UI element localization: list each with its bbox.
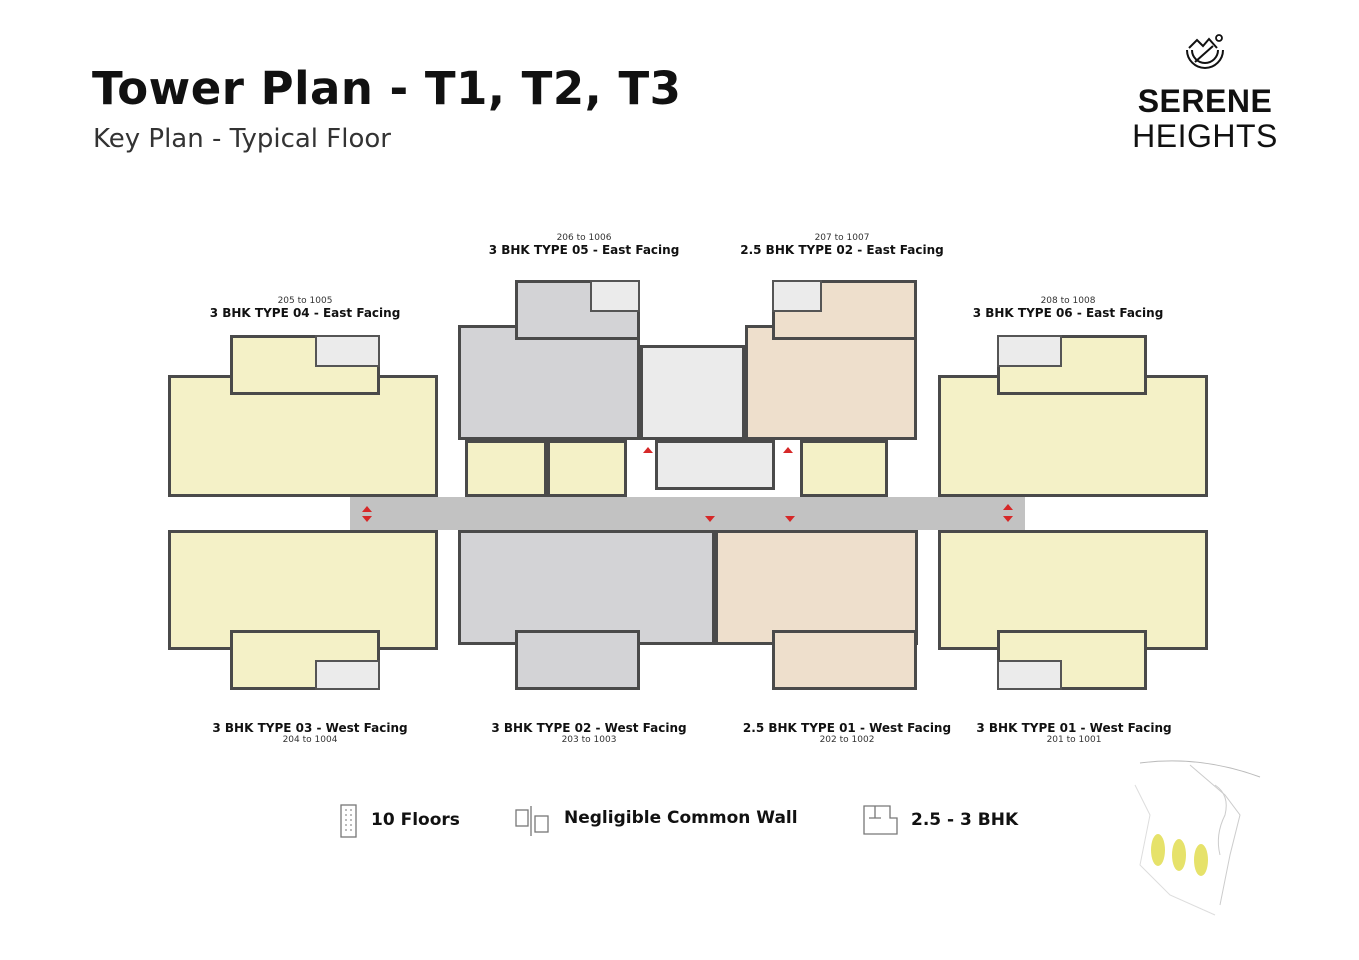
unit-type: 2.5 BHK TYPE 01 - West Facing — [742, 721, 952, 735]
unit-25bhk-type01 — [715, 530, 918, 645]
fire-exit-arrow-icon — [1003, 504, 1013, 510]
unit-range: 205 to 1005 — [277, 296, 333, 306]
balcony — [997, 660, 1062, 690]
unit-type: 3 BHK TYPE 01 - West Facing — [976, 721, 1172, 735]
page-subtitle: Key Plan - Typical Floor — [93, 124, 391, 154]
unit-range: 201 to 1001 — [1046, 735, 1102, 745]
building-icon — [340, 804, 357, 838]
fire-exit-arrow-icon — [705, 516, 715, 522]
tower-blocks — [1151, 834, 1208, 876]
balcony — [590, 280, 640, 312]
unit-label-type03: 3 BHK TYPE 03 - West Facing 204 to 1004 — [180, 721, 440, 745]
staircase-east — [800, 440, 888, 497]
balcony — [772, 280, 822, 312]
site-key-map — [1134, 760, 1261, 916]
unit-range: 203 to 1003 — [561, 735, 617, 745]
unit-label-type02-west: 3 BHK TYPE 02 - West Facing 203 to 1003 — [459, 721, 719, 745]
unit-3bhk-type05 — [458, 325, 640, 440]
unit-label-type05: 206 to 1006 3 BHK TYPE 05 - East Facing — [454, 233, 714, 257]
unit-25bhk-type02 — [745, 325, 917, 440]
unit-3bhk-type02-bedroom — [515, 630, 640, 690]
feature-floors: 10 Floors — [371, 810, 460, 830]
unit-3bhk-type06 — [938, 375, 1208, 497]
fire-exit-arrow-icon — [643, 447, 653, 453]
unit-label-type06: 208 to 1008 3 BHK TYPE 06 - East Facing — [938, 296, 1198, 320]
unit-range: 207 to 1007 — [814, 233, 870, 243]
unit-3bhk-type04 — [168, 375, 438, 497]
unit-label-25-type01: 2.5 BHK TYPE 01 - West Facing 202 to 100… — [717, 721, 977, 745]
corridor — [350, 497, 1025, 530]
unit-range: 202 to 1002 — [819, 735, 875, 745]
feature-bhk: 2.5 - 3 BHK — [911, 810, 1019, 830]
page-title: Tower Plan - T1, T2, T3 — [92, 62, 682, 115]
fire-exit-arrow-icon — [785, 516, 795, 522]
unit-type: 3 BHK TYPE 06 - East Facing — [972, 306, 1164, 320]
unit-type: 3 BHK TYPE 03 - West Facing — [212, 721, 408, 735]
unit-3bhk-type02 — [458, 530, 715, 645]
unit-label-type04: 205 to 1005 3 BHK TYPE 04 - East Facing — [175, 296, 435, 320]
fire-lift-lobby — [547, 440, 627, 497]
common-wall-icon — [515, 806, 549, 836]
service-area — [640, 345, 745, 440]
feature-common-wall: Negligible Common Wall — [564, 808, 798, 828]
unit-type: 3 BHK TYPE 04 - East Facing — [209, 306, 401, 320]
unit-type: 3 BHK TYPE 05 - East Facing — [488, 243, 680, 257]
brand-logo: SERENE HEIGHTS — [1120, 34, 1290, 154]
lift-core — [655, 440, 775, 490]
unit-label-25-type02: 207 to 1007 2.5 BHK TYPE 02 - East Facin… — [712, 233, 972, 257]
floor-plan-icon — [863, 805, 898, 835]
balcony — [997, 335, 1062, 367]
balcony — [315, 335, 380, 367]
fire-exit-arrow-icon — [783, 447, 793, 453]
fire-exit-arrow-icon — [1003, 516, 1013, 522]
unit-range: 204 to 1004 — [282, 735, 338, 745]
unit-type: 3 BHK TYPE 02 - West Facing — [491, 721, 687, 735]
unit-label-type01: 3 BHK TYPE 01 - West Facing 201 to 1001 — [944, 721, 1204, 745]
unit-type: 2.5 BHK TYPE 02 - East Facing — [740, 243, 944, 257]
staircase-west — [465, 440, 547, 497]
fire-exit-arrow-icon — [362, 516, 372, 522]
balcony — [315, 660, 380, 690]
brand-name-line1: SERENE — [1137, 83, 1273, 119]
unit-range: 206 to 1006 — [556, 233, 612, 243]
unit-25bhk-type01-bedroom — [772, 630, 917, 690]
mountain-sun-logo-icon — [1186, 34, 1224, 69]
brand-name-line2: HEIGHTS — [1132, 118, 1278, 154]
fire-exit-arrow-icon — [362, 506, 372, 512]
unit-range: 208 to 1008 — [1040, 296, 1096, 306]
